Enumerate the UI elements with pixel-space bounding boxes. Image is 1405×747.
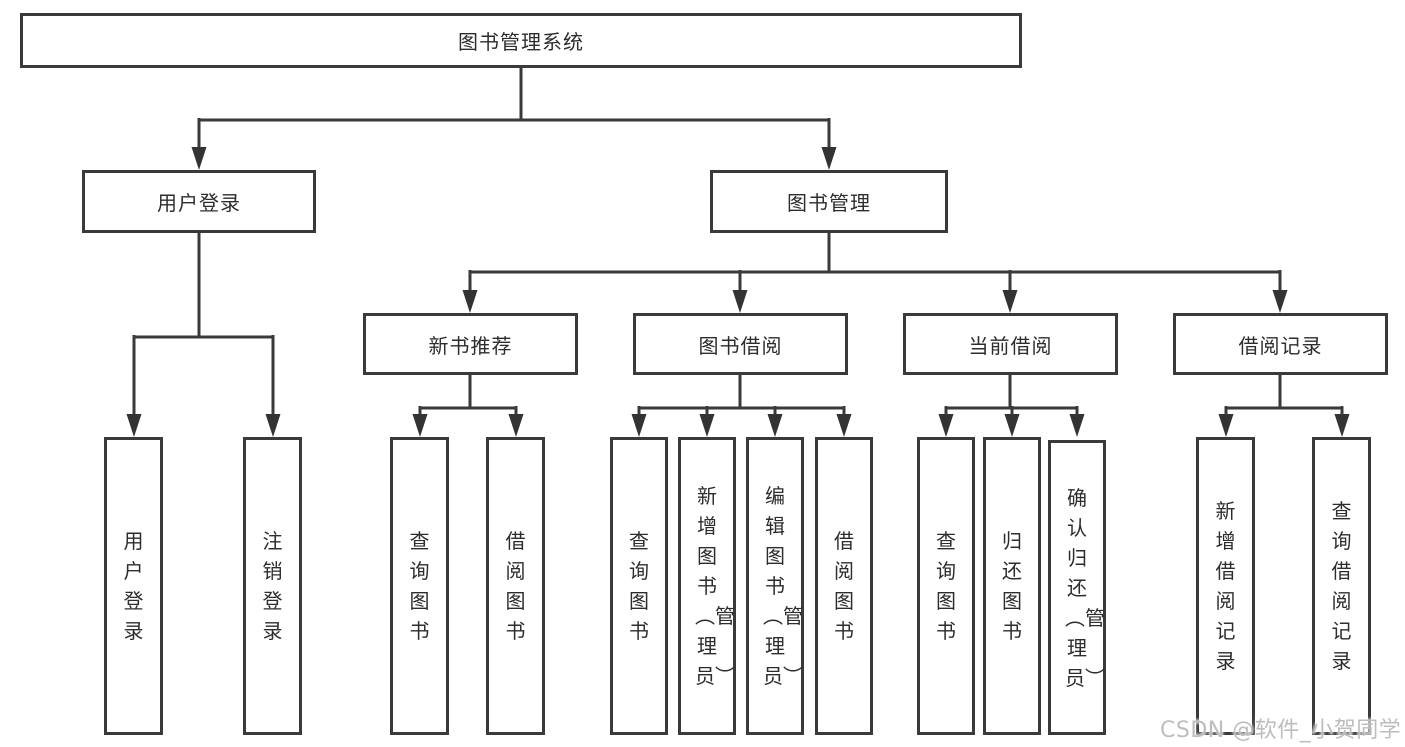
- node-leaf-edit-book-admin-label: 编辑图书︵管理员︶: [763, 484, 803, 688]
- node-leaf-add-borrow-record: 新增借阅记录: [1196, 437, 1255, 735]
- node-leaf-add-book-admin-label: 新增图书︵管理员︶: [695, 484, 735, 688]
- node-leaf-logout-label: 注销登录: [262, 529, 283, 643]
- node-leaf-borrow-books-1: 借阅图书: [486, 437, 545, 735]
- node-leaf-edit-book-admin: 编辑图书︵管理员︶: [746, 437, 804, 735]
- node-book-management: 图书管理: [710, 170, 948, 233]
- node-leaf-user-login: 用户登录: [104, 437, 163, 735]
- node-leaf-query-books-2-label: 查询图书: [629, 529, 649, 643]
- node-leaf-user-login-label: 用户登录: [123, 529, 144, 643]
- node-leaf-query-books-3: 查询图书: [917, 437, 975, 735]
- node-current-borrow: 当前借阅: [903, 313, 1118, 375]
- node-borrow-records: 借阅记录: [1173, 313, 1388, 375]
- node-leaf-query-borrow-record: 查询借阅记录: [1312, 437, 1371, 735]
- node-user-login-label: 用户登录: [157, 191, 241, 215]
- node-leaf-query-borrow-record-label: 查询借阅记录: [1331, 499, 1352, 673]
- node-leaf-add-borrow-record-label: 新增借阅记录: [1215, 499, 1236, 673]
- node-leaf-query-books-1: 查询图书: [390, 437, 449, 735]
- node-book-borrow-label: 图书借阅: [698, 333, 783, 358]
- node-leaf-borrow-books-2-label: 借阅图书: [834, 529, 854, 643]
- node-current-borrow-label: 当前借阅: [968, 333, 1053, 358]
- node-root-label: 图书管理系统: [458, 30, 584, 54]
- node-leaf-return-book: 归还图书: [983, 437, 1041, 735]
- node-root-system: 图书管理系统: [20, 13, 1022, 68]
- node-book-borrow: 图书借阅: [633, 313, 848, 375]
- node-borrow-records-label: 借阅记录: [1238, 333, 1323, 358]
- node-leaf-return-book-label: 归还图书: [1002, 529, 1022, 643]
- node-leaf-confirm-return-admin: 确认归还︵管理员︶: [1048, 440, 1106, 735]
- node-leaf-query-books-1-label: 查询图书: [409, 529, 430, 643]
- node-leaf-query-books-2: 查询图书: [610, 437, 668, 735]
- node-leaf-confirm-return-admin-label: 确认归还︵管理员︶: [1065, 485, 1105, 690]
- node-leaf-add-book-admin: 新增图书︵管理员︶: [678, 437, 736, 735]
- node-new-book-recommend: 新书推荐: [363, 313, 578, 375]
- node-book-management-label: 图书管理: [787, 191, 871, 215]
- node-leaf-logout: 注销登录: [243, 437, 302, 735]
- csdn-watermark: CSDN @软件_小贺同学: [1160, 718, 1402, 743]
- node-leaf-borrow-books-2: 借阅图书: [815, 437, 873, 735]
- node-new-book-recommend-label: 新书推荐: [428, 333, 513, 358]
- node-user-login: 用户登录: [82, 170, 316, 233]
- arrowheads: [126, 147, 1350, 437]
- node-leaf-query-books-3-label: 查询图书: [936, 529, 956, 643]
- node-leaf-borrow-books-1-label: 借阅图书: [505, 529, 526, 643]
